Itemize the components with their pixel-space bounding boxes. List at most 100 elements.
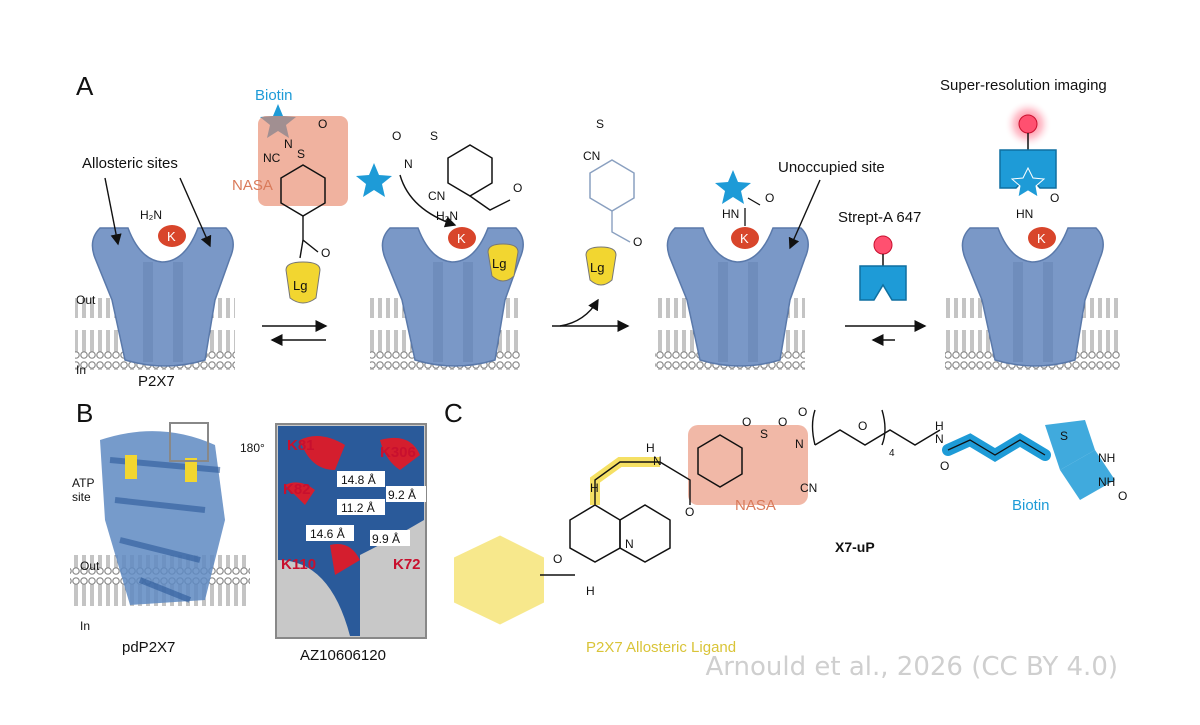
svg-text:HN: HN	[722, 207, 739, 221]
svg-text:O: O	[742, 415, 751, 429]
distance-5: 9.9 Å	[372, 531, 400, 546]
super-res-label: Super-resolution imaging	[940, 77, 1107, 94]
svg-text:H: H	[935, 419, 944, 433]
distance-4: 14.6 Å	[310, 526, 345, 541]
allosteric-sites-label: Allosteric sites	[82, 155, 178, 172]
residue-k306: K306	[380, 444, 416, 461]
panel-c-label: C	[444, 398, 463, 428]
svg-text:H: H	[646, 441, 655, 455]
svg-text:O: O	[1118, 489, 1127, 503]
biotin-star-icon	[715, 170, 751, 204]
svg-text:N: N	[284, 137, 293, 151]
svg-text:K: K	[167, 229, 176, 244]
svg-text:N: N	[625, 537, 634, 551]
p2x7-label: P2X7	[138, 373, 175, 390]
lysine-3: K	[731, 227, 759, 249]
svg-text:N: N	[935, 432, 944, 446]
ligand-moiety: H N O H N H P2X7 Allosteric Ligand	[454, 441, 736, 656]
residue-k82: K82	[283, 481, 311, 498]
amine-label: H₂N	[140, 208, 162, 222]
rotation-label: 180°	[240, 441, 265, 455]
svg-text:O: O	[765, 191, 774, 205]
residue-k81: K81	[287, 437, 315, 454]
svg-text:O: O	[392, 129, 401, 143]
svg-text:O: O	[1050, 191, 1059, 205]
biotin-label: Biotin	[255, 87, 293, 104]
svg-text:Lg: Lg	[293, 278, 307, 293]
svg-text:K: K	[457, 231, 466, 246]
svg-text:NC: NC	[263, 151, 281, 165]
svg-text:O: O	[858, 419, 867, 433]
svg-text:O: O	[553, 552, 562, 566]
residue-k110: K110	[281, 556, 316, 573]
svg-text:Lg: Lg	[590, 260, 604, 275]
panel-b-label: B	[76, 398, 93, 428]
peg-count: 4	[889, 448, 895, 459]
svg-text:H: H	[586, 584, 595, 598]
compound-label: X7-uP	[835, 539, 875, 555]
svg-text:N: N	[795, 437, 804, 451]
out-label-b: Out	[80, 559, 100, 573]
svg-text:K: K	[1037, 231, 1046, 246]
lysine-4: K	[1028, 227, 1056, 249]
distance-1: 14.8 Å	[341, 472, 376, 487]
svg-text:O: O	[633, 235, 642, 249]
svg-text:O: O	[798, 405, 807, 419]
peg-linker: O 4 H N X7-uP	[811, 409, 944, 555]
svg-text:CN: CN	[583, 149, 600, 163]
strept-label: Strept-A 647	[838, 209, 921, 226]
svg-text:S: S	[760, 427, 768, 441]
super-resolution-complex: Super-resolution imaging O HN	[940, 77, 1107, 221]
svg-text:O: O	[685, 505, 694, 519]
svg-text:N: N	[404, 157, 413, 171]
svg-text:CN: CN	[428, 189, 445, 203]
ligand-label: P2X7 Allosteric Ligand	[586, 639, 736, 656]
biotin-moiety: O S NH NH O Biotin	[940, 420, 1127, 514]
biotin-label-c: Biotin	[1012, 497, 1050, 514]
svg-text:H: H	[590, 481, 599, 495]
svg-text:O: O	[940, 459, 949, 473]
panel-a-label: A	[76, 71, 94, 101]
pdp2x7-label: pdP2X7	[122, 639, 175, 656]
out-label: Out	[76, 293, 96, 307]
svg-text:H₂N: H₂N	[436, 209, 458, 223]
labelled-lysine-3: O HN Unoccupied site	[715, 159, 885, 250]
in-label-b: In	[80, 619, 90, 633]
svg-text:S: S	[430, 129, 438, 143]
svg-text:K: K	[740, 231, 749, 246]
receptor-2	[381, 227, 524, 367]
residue-k72: K72	[393, 556, 421, 573]
svg-text:S: S	[596, 117, 604, 131]
receptor-4	[961, 227, 1104, 367]
surface-inset: K81 K306 K82 K110 K72 14.8 Å 9.2 Å 11.2 …	[275, 423, 427, 664]
svg-text:CN: CN	[800, 481, 817, 495]
watermark: Arnould et al., 2026 (CC BY 4.0)	[705, 652, 1118, 682]
distance-3: 11.2 Å	[341, 500, 375, 515]
svg-text:O: O	[321, 246, 330, 260]
streptavidin-647: Strept-A 647	[838, 209, 921, 301]
released-ligand: S CN O Lg	[583, 117, 642, 286]
allosteric-arrow-left	[104, 177, 122, 246]
svg-text:NH: NH	[1098, 475, 1115, 489]
distance-2: 9.2 Å	[388, 487, 416, 502]
bound-probe: O N S CN O Lg	[356, 129, 522, 282]
svg-text:O: O	[513, 181, 522, 195]
allosteric-arrow-right	[179, 177, 212, 248]
svg-text:NH: NH	[1098, 451, 1115, 465]
unoccupied-site-label: Unoccupied site	[778, 159, 885, 176]
svg-text:S: S	[1060, 429, 1068, 443]
nasa-probe: Biotin O Lg S N O NC NASA	[232, 87, 348, 304]
nasa-label: NASA	[232, 177, 273, 194]
biotin-star-icon	[356, 163, 392, 197]
svg-text:Lg: Lg	[492, 256, 506, 271]
nasa-label-c: NASA	[735, 497, 776, 514]
lysine-2: K H₂N	[436, 209, 476, 249]
in-label: In	[76, 363, 86, 377]
svg-text:N: N	[653, 454, 662, 468]
equilibrium-arrow-1	[262, 320, 328, 346]
svg-text:S: S	[297, 147, 305, 161]
svg-text:HN: HN	[1016, 207, 1033, 221]
